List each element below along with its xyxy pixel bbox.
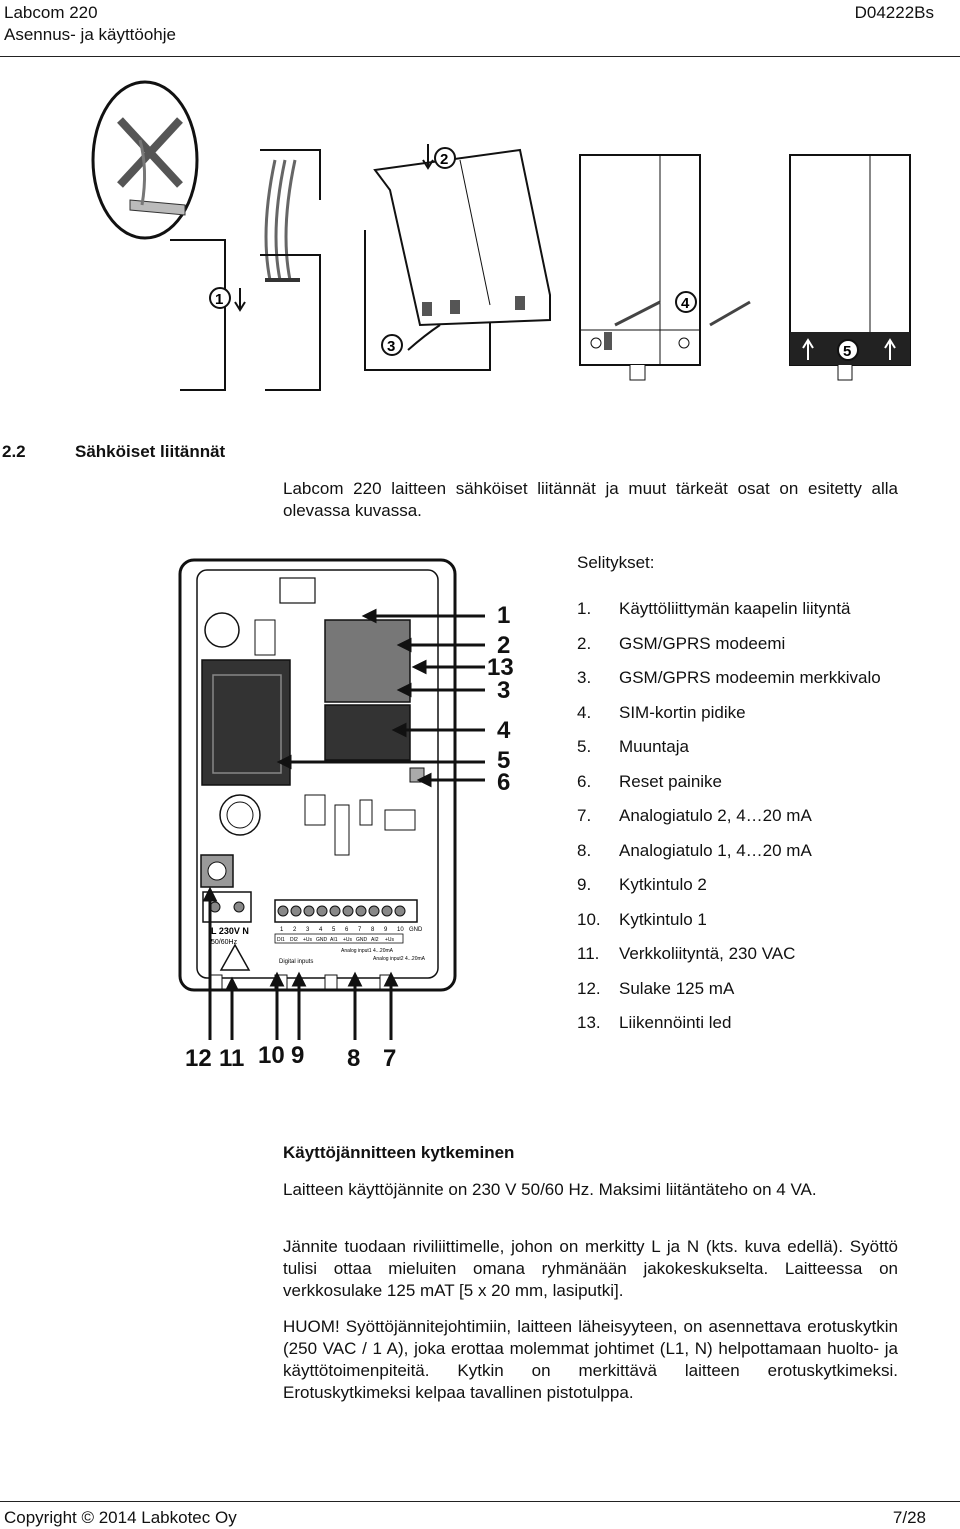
terminal-name-gnd2: GND [356, 937, 368, 943]
callout-12: 12 [185, 1045, 212, 1072]
legend-item: 4.SIM-kortin pidike [577, 703, 746, 722]
terminal-name-us1: +Us [303, 937, 313, 943]
legend-title: Selitykset: [577, 553, 655, 572]
power-heading: Käyttöjännitteen kytkeminen [283, 1143, 515, 1162]
analog-input1-label: Analog input1 4...20mA [341, 948, 394, 954]
step-2-3-illustration: 2 3 [364, 144, 551, 371]
legend-item: 6.Reset painike [577, 772, 723, 791]
terminal-name-gnd1: GND [316, 937, 328, 943]
terminal-number-9: 9 [384, 927, 388, 933]
power-paragraph-1: Laitteen käyttöjännite on 230 V 50/60 Hz… [283, 1180, 817, 1199]
callout-2: 2 [497, 632, 510, 659]
step-4-illustration: 4 [579, 154, 751, 381]
callout-10: 10 [258, 1042, 285, 1069]
legend-item: 13.Liikennöinti led [577, 1013, 732, 1032]
header-product: Labcom 220 [4, 3, 98, 22]
terminal-number-1: 1 [280, 927, 284, 933]
callout-13: 13 [487, 654, 514, 681]
legend-item: 11.Verkkoliityntä, 230 VAC [577, 944, 796, 963]
transformer-shape [201, 659, 291, 786]
terminal-number-4: 4 [319, 927, 323, 933]
footer-page-number: 7/28 [892, 1508, 926, 1527]
step-1-illustration: 1 [170, 149, 321, 391]
step-label-2: 2 [440, 151, 448, 168]
step-label-3: 3 [387, 338, 395, 355]
legend-item: 5.Muuntaja [577, 737, 689, 756]
legend-item: 8.Analogiatulo 1, 4…20 mA [577, 841, 812, 860]
step-label-5: 5 [843, 343, 851, 360]
terminal-number-7: 7 [358, 927, 362, 933]
callout-3: 3 [497, 677, 510, 704]
callout-8: 8 [347, 1045, 360, 1072]
terminal-name-us2: +Us [343, 937, 353, 943]
power-terminal-label: L 230V N [211, 926, 249, 936]
installation-figure: 1 2 3 4 5 [91, 80, 911, 391]
terminal-number-2: 2 [293, 927, 297, 933]
terminal-name-ai2: AI2 [371, 937, 379, 943]
digital-inputs-label: Digital inputs [279, 959, 313, 965]
callout-1: 1 [497, 602, 510, 629]
callout-9: 9 [291, 1042, 304, 1069]
terminal-number-6: 6 [345, 927, 349, 933]
callout-4: 4 [497, 717, 511, 744]
header-doc-type: Asennus- ja käyttöohje [4, 25, 176, 44]
gsm-modem-shape [324, 619, 411, 703]
terminal-name-di2: DI2 [290, 937, 298, 943]
terminal-number-10: 10 [397, 927, 404, 933]
legend-item: 1.Käyttöliittymän kaapelin liityntä [577, 599, 851, 618]
cable-forbidden-illustration [91, 80, 199, 240]
analog-input2-label: Analog input2 4...20mA [373, 956, 426, 962]
section-title: Sähköiset liitännät [75, 442, 226, 461]
header-doc-code: D04222Bs [854, 3, 934, 22]
terminal-name-us3: +Us [385, 937, 395, 943]
legend-item: 12.Sulake 125 mA [577, 979, 735, 998]
power-paragraph-2: Jännite tuodaan riviliittimelle, johon o… [283, 1237, 898, 1300]
step-label-1: 1 [215, 291, 223, 308]
terminal-number-8: 8 [371, 927, 375, 933]
terminal-name-di1: DI1 [277, 937, 285, 943]
legend-item: 9.Kytkintulo 2 [577, 875, 707, 894]
terminal-name-ai1: AI1 [330, 937, 338, 943]
header-rule [0, 56, 960, 57]
step-5-illustration: 5 [789, 154, 911, 381]
footer-rule [0, 1501, 960, 1502]
board-figure: L 230V N 50/60Hz 1 2 3 4 5 6 7 8 9 10 GN… [178, 558, 514, 1072]
footer-copyright: Copyright © 2014 Labkotec Oy [4, 1508, 237, 1527]
power-terminal-freq: 50/60Hz [211, 939, 238, 946]
power-paragraph-3: HUOM! Syöttöjännitejohtimiin, laitteen l… [283, 1317, 898, 1402]
legend-item: 2.GSM/GPRS modeemi [577, 634, 786, 653]
legend-item: 3.GSM/GPRS modeemin merkkivalo [577, 668, 881, 687]
callout-5: 5 [497, 747, 510, 774]
step-label-4: 4 [681, 295, 690, 312]
terminal-number-5: 5 [332, 927, 336, 933]
terminal-number-gnd: GND [409, 927, 423, 933]
terminal-number-3: 3 [306, 927, 310, 933]
callout-7: 7 [383, 1045, 396, 1072]
legend-item: 7.Analogiatulo 2, 4…20 mA [577, 806, 812, 825]
section-intro: Labcom 220 laitteen sähköiset liitännät … [283, 479, 898, 520]
section-number: 2.2 [2, 442, 26, 461]
legend-item: 10.Kytkintulo 1 [577, 910, 707, 929]
callout-6: 6 [497, 769, 510, 796]
terminal-screws [277, 905, 406, 917]
callout-11: 11 [219, 1045, 244, 1072]
fuse-shape [200, 854, 234, 888]
sim-holder-shape [324, 704, 411, 761]
